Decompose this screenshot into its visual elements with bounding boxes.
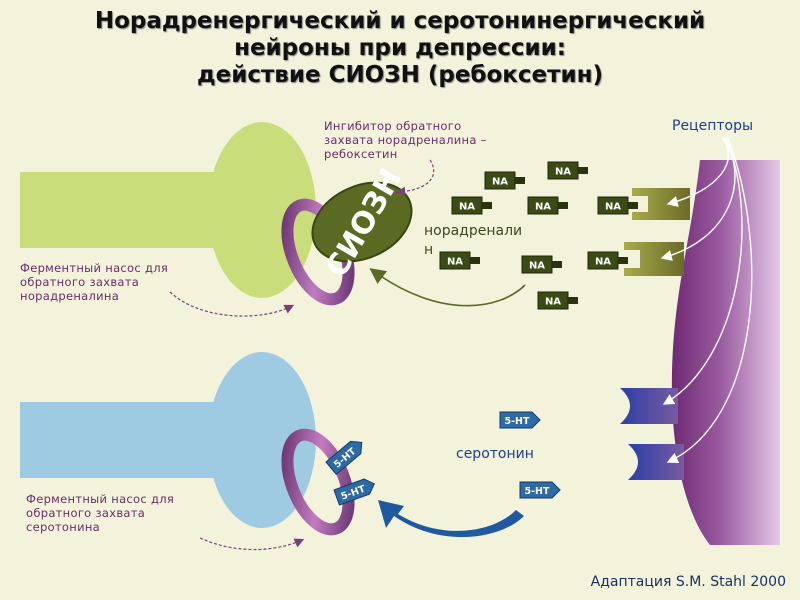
ht-pump-annotation: Ферментный насос для обратного захвата с… (26, 492, 174, 534)
na-molecules: NA NA NA NA NA NA NA NA NA (439, 161, 638, 310)
na-text: NA (605, 202, 621, 213)
ne-pump-arrow (169, 291, 295, 317)
na-text: NA (459, 202, 475, 213)
inhibitor-line-2: захвата норадреналина – (324, 133, 487, 147)
na-molecule-4: NA (527, 196, 568, 215)
receptors-label: Рецепторы (672, 118, 754, 134)
title-line-3: действие СИОЗН (ребоксетин) (197, 62, 603, 88)
ht-reuptake-arrow (378, 500, 524, 538)
na-text: NA (555, 167, 571, 178)
ht-receptor-1 (620, 388, 678, 424)
receptor-arrows (660, 137, 753, 464)
na-molecule-3: NA (451, 196, 492, 215)
na-molecule-6: NA (439, 251, 480, 270)
ne-receptor-1 (632, 188, 690, 220)
inhibitor-arrow (395, 159, 435, 197)
na-molecule-5: NA (597, 196, 638, 215)
ht-reuptake-pump (281, 428, 355, 536)
ht-molecule-bound-1: 5-HT (325, 440, 363, 475)
na-molecule-2: NA (547, 161, 588, 180)
ht-pump-arrow (199, 537, 305, 551)
na-text: NA (529, 261, 545, 272)
inhibitor-annotation: Ингибитор обратного захвата норадреналин… (324, 119, 487, 161)
ht-text: 5-HT (505, 416, 531, 427)
credit: Адаптация S.M. Stahl 2000 (590, 574, 786, 590)
na-text: NA (595, 257, 611, 268)
title-line-2: нейроны при депрессии: (234, 35, 566, 61)
ne-receptor-2 (624, 242, 684, 276)
ht-pump-line-3: серотонина (26, 520, 101, 534)
norepinephrine-label: норадренали н (424, 223, 523, 258)
postsynaptic-membrane (671, 160, 780, 545)
na-molecule-1: NA (484, 171, 525, 190)
ht-pump-line-2: обратного захвата (26, 506, 146, 520)
na-text: NA (535, 202, 551, 213)
ht-receptor-2 (628, 444, 684, 480)
ne-reuptake-arrow (369, 268, 526, 307)
ne-pump-line-1: Ферментный насос для (20, 261, 169, 275)
ht-pump-line-1: Ферментный насос для (26, 492, 175, 506)
title-line-1: Норадренергический и серотонинергический (94, 8, 706, 34)
na-text: NA (447, 257, 463, 268)
na-molecule-9: NA (537, 291, 578, 310)
na-text: NA (492, 177, 508, 188)
ne-pump-line-2: обратного захвата (20, 275, 140, 289)
ht-text: 5-HT (525, 486, 551, 497)
ht-molecule-2: 5-HT (519, 481, 561, 499)
na-text: NA (545, 297, 561, 308)
ne-pump-annotation: Ферментный насос для обратного захвата н… (20, 261, 168, 303)
page-title: Норадренергический и серотонинергический… (0, 8, 800, 89)
na-molecule-8: NA (587, 251, 628, 270)
na-molecule-7: NA (521, 255, 562, 274)
ht-molecules: 5-HT 5-HT 5-HT 5-HT (325, 411, 561, 506)
serotonin-label: серотонин (456, 446, 534, 462)
inhibitor-line-3: ребоксетин (324, 147, 398, 161)
ht-molecule-1: 5-HT (499, 411, 541, 429)
inhibitor-line-1: Ингибитор обратного (324, 119, 462, 133)
ht-molecule-bound-2: 5-HT (333, 478, 375, 506)
ne-pump-line-3: норадреналина (20, 289, 120, 303)
snri-drug: СИОЗН (311, 163, 413, 284)
